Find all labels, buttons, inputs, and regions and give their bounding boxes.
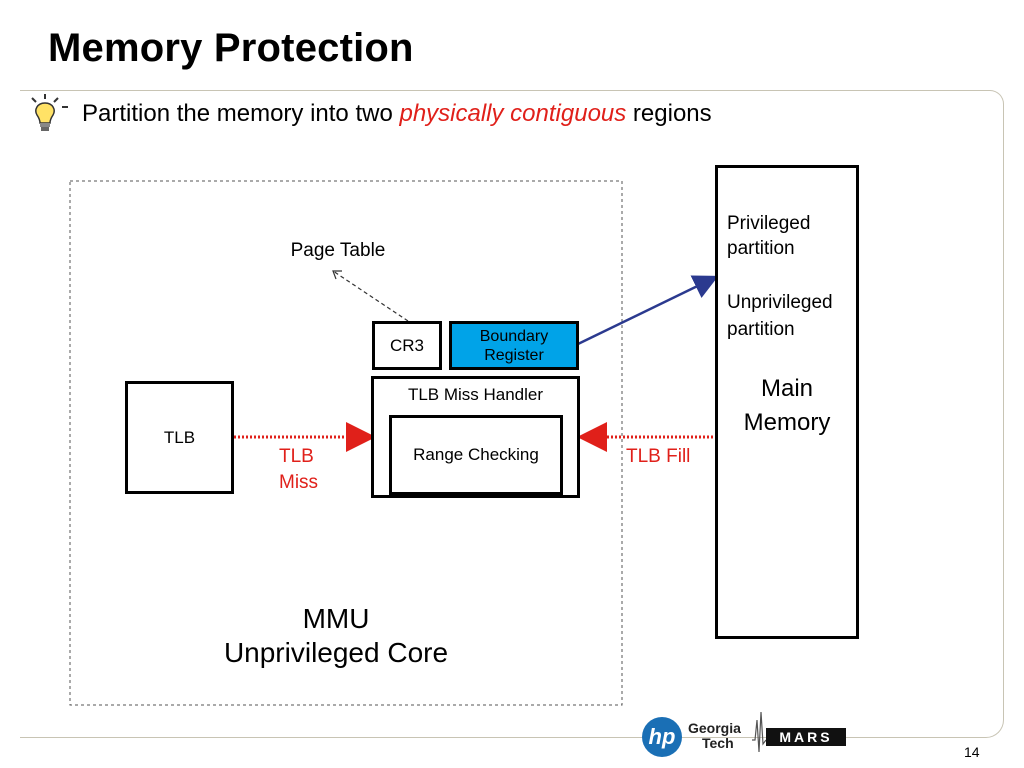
cr3-label: CR3 — [389, 335, 424, 355]
unprivileged-line2: partition — [727, 319, 795, 340]
main-memory-label: Main Memory — [718, 372, 856, 440]
privileged-line1: Privileged — [727, 213, 811, 234]
page-number: 14 — [964, 744, 980, 760]
georgia-tech-line2: Tech — [702, 735, 734, 751]
privileged-partition-label: Privileged partition — [727, 211, 810, 261]
page-table-arrowhead — [332, 270, 342, 280]
boundary-arrow — [577, 275, 719, 346]
mmu-label: MMU Unprivileged Core — [186, 602, 486, 670]
tlb-miss-line2: Miss — [279, 472, 319, 493]
mars-logo: MARS — [766, 728, 846, 746]
mmu-line2: Unprivileged Core — [223, 637, 449, 668]
page-table-label: Page Table — [290, 240, 386, 261]
cr3-box: CR3 — [372, 321, 442, 370]
privileged-line2: partition — [727, 238, 795, 259]
main-memory-line1: Main — [760, 375, 814, 402]
georgia-tech-line1: Georgia — [688, 720, 741, 736]
content-frame — [20, 90, 1004, 738]
tlb-miss-label: TLB Miss — [279, 444, 318, 496]
boundary-register-box: Boundary Register — [449, 321, 579, 370]
tlb-miss-line1: TLB — [279, 446, 314, 467]
range-checking-label: Range Checking — [413, 445, 539, 464]
lightbulb-icon — [31, 94, 68, 131]
georgia-tech-logo: Georgia Tech — [688, 721, 741, 751]
bullet-prefix: Partition the memory into two — [82, 100, 400, 127]
bullet-highlight: physically contiguous — [399, 100, 627, 127]
page-table-arrow — [332, 270, 409, 322]
hp-logo: hp — [642, 717, 682, 757]
tlb-box: TLB — [125, 381, 234, 494]
bullet-text: Partition the memory into two physically… — [82, 100, 712, 128]
tlb-label: TLB — [163, 427, 196, 447]
main-memory-line2: Memory — [743, 409, 831, 436]
mmu-region — [69, 180, 623, 706]
tlb-fill-label: TLB Fill — [626, 446, 691, 467]
unprivileged-partition-label: Unprivileged partition — [727, 289, 833, 343]
boundary-register-label: Boundary Register — [479, 327, 549, 364]
main-memory-box: Privileged partition Unprivileged partit… — [715, 165, 859, 639]
waveform-icon — [752, 711, 766, 753]
unprivileged-line1: Unprivileged — [727, 292, 833, 313]
bullet-suffix: regions — [626, 100, 712, 127]
range-checking-box: Range Checking — [389, 415, 563, 495]
tlb-miss-handler-label: TLB Miss Handler — [407, 385, 544, 404]
slide-title: Memory Protection — [48, 26, 414, 70]
mmu-line1: MMU — [302, 603, 370, 634]
